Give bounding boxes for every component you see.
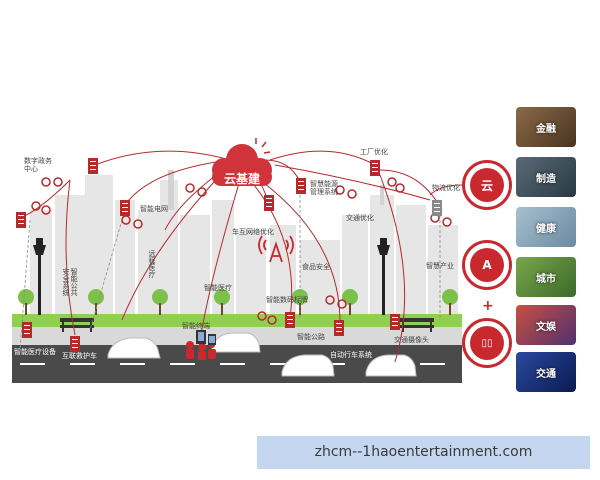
car-icon [211, 332, 261, 353]
cloud-circle-button: 云 [462, 160, 512, 210]
phone-icon: ▯▯ [470, 326, 504, 360]
label-logistics-opt: 物流优化 [432, 184, 460, 192]
antenna-circle-button: A [462, 240, 512, 290]
server-icon [120, 200, 130, 216]
industry-card-health: 健康 [516, 207, 576, 247]
plus-icon: + [482, 298, 494, 314]
sun-icon [255, 138, 271, 154]
label-traffic-camera: 交通摄像头 [394, 336, 429, 344]
car-icon [365, 354, 417, 377]
label-smart-industry: 智慧产业 [426, 262, 454, 270]
label-smart-terminal: 智能终端 [182, 322, 210, 330]
cloud-icon: 云 [470, 168, 504, 202]
server-icon [334, 320, 344, 336]
industry-card-label: 金融 [536, 124, 556, 135]
street-lamp-icon [377, 238, 390, 315]
skyline [30, 175, 458, 320]
label-smart-medical: 智能医疗 [204, 284, 232, 292]
cloud-infrastructure-label: 云基建 [223, 172, 260, 186]
label-medical-device: 智能医疗设备 [14, 348, 56, 356]
server-icon [88, 158, 98, 174]
server-icon [296, 178, 306, 194]
car-icon [107, 337, 161, 359]
industry-card-transport: 交通 [516, 352, 576, 392]
antenna-icon [258, 235, 294, 263]
label-remote-medical: 远程医疗 [148, 250, 157, 278]
label-digital-gov: 数字政务 中心 [24, 157, 52, 174]
tablet-icon [196, 330, 216, 345]
industry-card-label: 交通 [536, 369, 556, 380]
label-traffic-opt: 交通优化 [346, 214, 374, 222]
label-public-safety: 智能公共 安全系统 [62, 268, 79, 296]
label-connected-network: 车互网络优化 [232, 228, 274, 236]
antenna-icon: A [470, 248, 504, 282]
banner-text: zhcm--1haoentertainment.com [314, 444, 533, 460]
industry-card-label: 文娱 [536, 322, 556, 333]
label-smart-grid: 智能电网 [140, 205, 168, 213]
server-icon [264, 195, 274, 211]
industry-card-label: 制造 [536, 174, 556, 185]
car-icon [281, 354, 335, 377]
server-icon [16, 212, 26, 228]
industry-card-city: 城市 [516, 257, 576, 297]
label-smart-bus: 智能公路 [297, 333, 325, 341]
industry-card-finance: 金融 [516, 107, 576, 147]
industry-card-entertainment: 文娱 [516, 305, 576, 345]
server-icon [370, 160, 380, 176]
trees [18, 289, 458, 315]
industry-card-label: 健康 [536, 224, 556, 235]
label-autonomous: 自动行车系统 [330, 351, 372, 359]
cloud-icon [212, 144, 272, 186]
phone-circle-button: ▯▯ [462, 318, 512, 368]
label-food-safety: 食品安全 [302, 263, 330, 271]
server-icon [432, 200, 442, 216]
label-factory-opt: 工厂优化 [360, 148, 388, 156]
label-ambulance: 互联救护车 [62, 352, 97, 360]
label-smart-energy: 智慧能源 管理系统 [310, 180, 338, 197]
server-icon [22, 322, 32, 338]
server-icon [285, 312, 295, 328]
watermark-banner: zhcm--1haoentertainment.com [257, 436, 590, 469]
grass-strip [12, 314, 462, 327]
server-icon [70, 336, 80, 352]
street-lamp-icon [33, 238, 46, 315]
server-icon [390, 314, 400, 330]
industry-card-manufacturing: 制造 [516, 157, 576, 197]
label-smart-billboard: 智能数码标牌 [266, 296, 308, 304]
industry-card-label: 城市 [536, 274, 556, 285]
